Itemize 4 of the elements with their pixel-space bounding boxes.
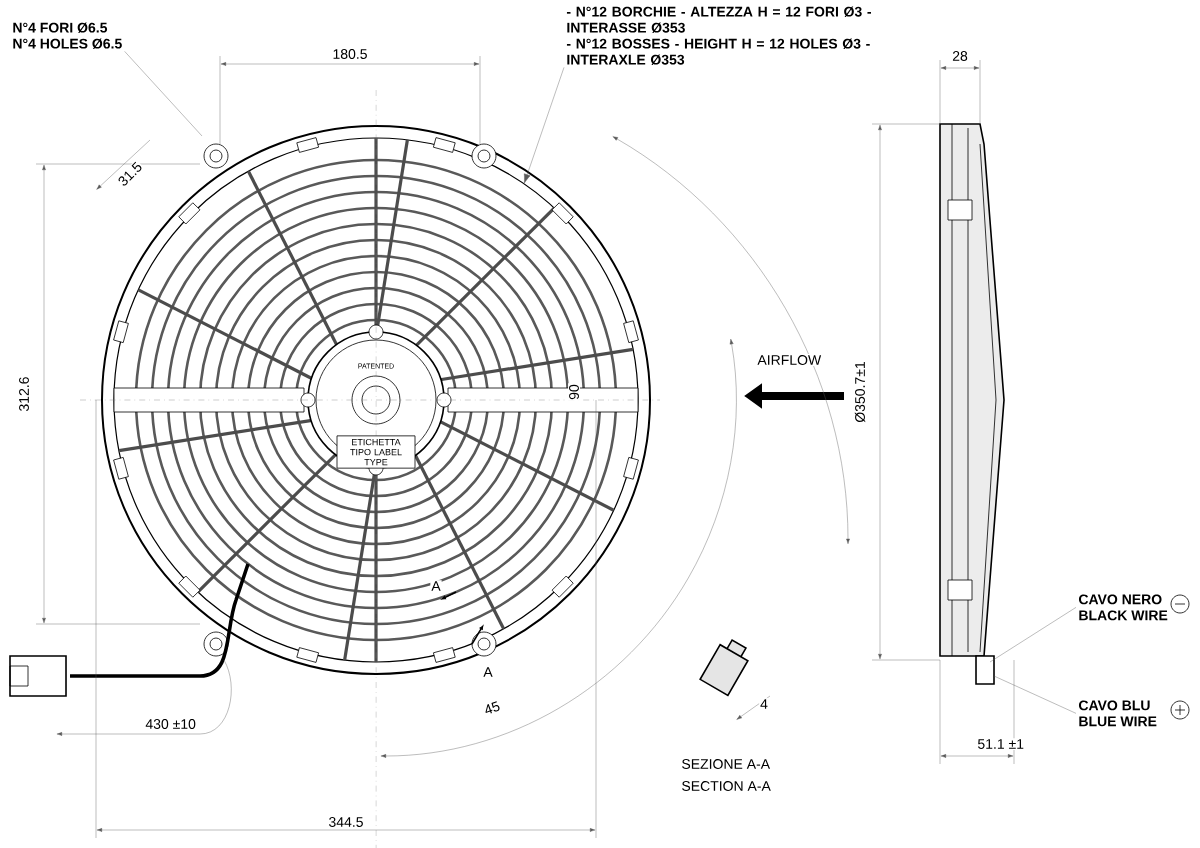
leader-line xyxy=(989,607,1077,663)
leader-line xyxy=(993,675,1077,714)
leader-line xyxy=(524,67,565,184)
leader-line xyxy=(124,51,203,137)
